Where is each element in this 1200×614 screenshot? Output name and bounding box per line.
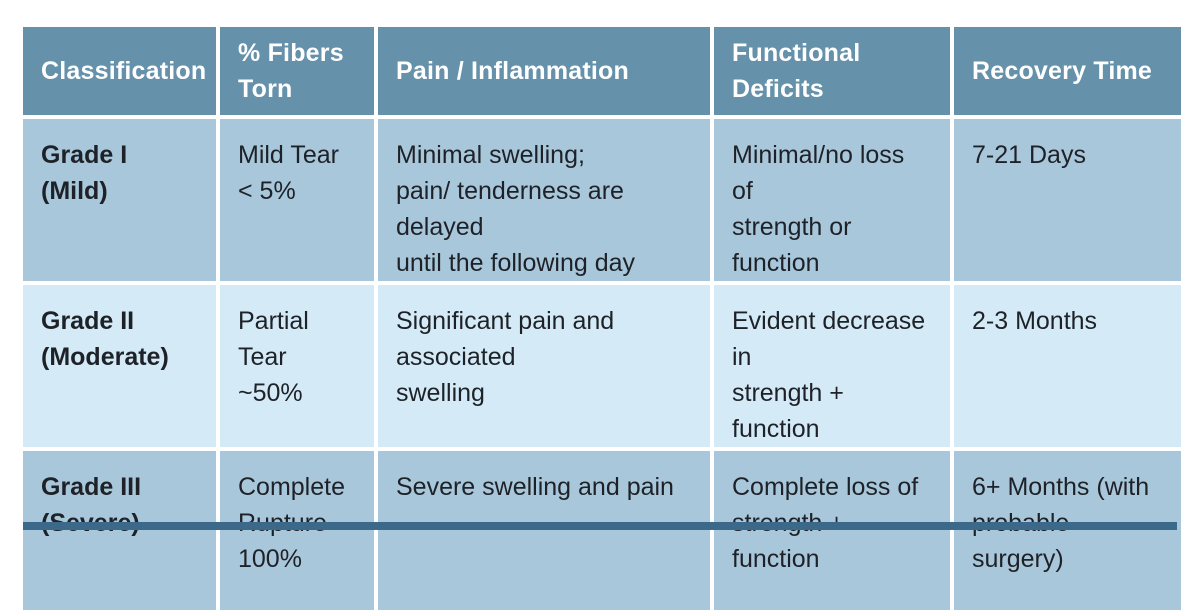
cell-fibers-torn: Complete Rupture 100%: [220, 451, 374, 610]
cell-classification: Grade II (Moderate): [23, 285, 216, 447]
cell-line: Complete: [238, 473, 345, 501]
cell-fibers-torn: Mild Tear < 5%: [220, 119, 374, 281]
header-pain-inflammation: Pain / Inflammation: [378, 27, 710, 115]
cell-line: strength or function: [732, 213, 852, 277]
header-line: Pain / Inflammation: [396, 57, 629, 85]
cell-line: Complete loss of: [732, 473, 919, 501]
header-fibers-torn: % Fibers Torn: [220, 27, 374, 115]
cell-functional-deficits: Complete loss of strength + function: [714, 451, 950, 610]
table-row: Grade III (Severe) Complete Rupture 100%…: [23, 451, 1181, 610]
cell-recovery-time: 6+ Months (with probable surgery): [954, 451, 1181, 610]
cell-line: Minimal swelling;: [396, 141, 585, 169]
cell-line: ~50%: [238, 379, 303, 407]
cell-line: (Moderate): [41, 343, 169, 371]
cell-line: Grade II: [41, 307, 135, 335]
header-line: Classification: [41, 57, 207, 85]
cell-classification: Grade I (Mild): [23, 119, 216, 281]
table-header-row: Classification % Fibers Torn Pain / Infl…: [23, 27, 1181, 115]
cell-line: 6+ Months (with: [972, 473, 1150, 501]
cell-line: until the following day: [396, 249, 636, 277]
header-line: % Fibers: [238, 39, 344, 67]
header-line: Deficits: [732, 75, 824, 103]
cell-line: Mild Tear: [238, 141, 339, 169]
bottom-rule: [23, 522, 1177, 530]
table-row: Grade II (Moderate) Partial Tear ~50% Si…: [23, 285, 1181, 447]
cell-pain-inflammation: Significant pain and associated swelling: [378, 285, 710, 447]
cell-line: swelling: [396, 379, 485, 407]
header-line: Functional: [732, 39, 861, 67]
cell-line: 100%: [238, 545, 302, 573]
cell-line: strength + function: [732, 379, 844, 443]
cell-line: 7-21 Days: [972, 141, 1086, 169]
cell-line: Significant pain and associated: [396, 307, 615, 371]
cell-line: Severe swelling and pain: [396, 473, 674, 501]
cell-line: Grade III: [41, 473, 142, 501]
cell-pain-inflammation: Minimal swelling; pain/ tenderness are d…: [378, 119, 710, 281]
cell-line: (Mild): [41, 177, 108, 205]
header-classification: Classification: [23, 27, 216, 115]
cell-line: Partial Tear: [238, 307, 309, 371]
cell-line: strength + function: [732, 509, 844, 573]
cell-line: Minimal/no loss of: [732, 141, 905, 205]
header-line: Torn: [238, 75, 293, 103]
header-line: Recovery Time: [972, 57, 1153, 85]
cell-line: probable surgery): [972, 509, 1069, 573]
cell-functional-deficits: Evident decrease in strength + function: [714, 285, 950, 447]
cell-pain-inflammation: Severe swelling and pain: [378, 451, 710, 610]
cell-line: Evident decrease in: [732, 307, 926, 371]
header-recovery-time: Recovery Time: [954, 27, 1181, 115]
header-functional-deficits: Functional Deficits: [714, 27, 950, 115]
cell-line: pain/ tenderness are delayed: [396, 177, 624, 241]
cell-classification: Grade III (Severe): [23, 451, 216, 610]
cell-fibers-torn: Partial Tear ~50%: [220, 285, 374, 447]
cell-recovery-time: 2-3 Months: [954, 285, 1181, 447]
cell-line: 2-3 Months: [972, 307, 1098, 335]
cell-recovery-time: 7-21 Days: [954, 119, 1181, 281]
cell-line: < 5%: [238, 177, 296, 205]
cell-line: Grade I: [41, 141, 128, 169]
table-row: Grade I (Mild) Mild Tear < 5% Minimal sw…: [23, 119, 1181, 281]
cell-functional-deficits: Minimal/no loss of strength or function: [714, 119, 950, 281]
